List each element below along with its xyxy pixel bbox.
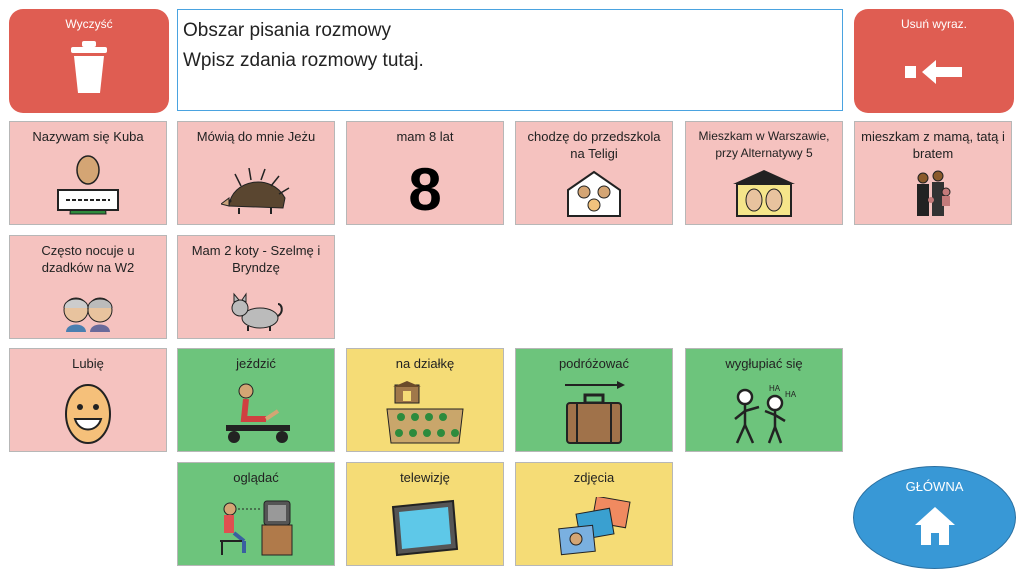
tile-label: podróżować: [558, 356, 630, 371]
suitcase-icon: [565, 381, 625, 444]
tile-photos[interactable]: zdjęcia: [515, 462, 673, 566]
laughing-people-icon: HA HA: [734, 384, 797, 444]
tile-label: Mieszkam w Warszawie, przy Alternatywy 5: [698, 129, 830, 160]
tile-kindergarten[interactable]: chodzę do przedszkola na Teligi: [515, 121, 673, 225]
tile-family[interactable]: mieszkam z mamą, tatą i bratem: [854, 121, 1012, 225]
tile-label: Mam 2 koty - Szelmę i Bryndzę: [191, 243, 321, 275]
tile-label: wygłupiać się: [725, 356, 803, 371]
allotment-garden-icon: [386, 381, 464, 444]
tile-label: Lubię: [72, 356, 104, 371]
tile-label: mieszkam z mamą, tatą i bratem: [861, 129, 1005, 161]
tile-label: telewizję: [400, 470, 450, 485]
grandparents-icon: [63, 297, 113, 332]
home-with-family-icon: [733, 170, 795, 217]
tile-cats[interactable]: Mam 2 koty - Szelmę i Bryndzę: [177, 235, 335, 339]
home-button[interactable]: GŁÓWNA: [853, 466, 1016, 569]
tile-ride[interactable]: jeździć: [177, 348, 335, 452]
house-icon: [914, 507, 955, 545]
tile-address[interactable]: Mieszkam w Warszawie, przy Alternatywy 5: [685, 121, 843, 225]
ha-text-1: HA: [769, 384, 781, 393]
tile-like[interactable]: Lubię: [9, 348, 167, 452]
clear-button[interactable]: Wyczyść: [9, 9, 169, 113]
smiling-face-icon: [65, 384, 111, 444]
tile-age[interactable]: mam 8 lat 8: [346, 121, 504, 225]
kindergarten-house-icon: [567, 170, 621, 217]
delete-word-button[interactable]: Usuń wyraz.: [854, 9, 1014, 113]
tile-allotment[interactable]: na działkę: [346, 348, 504, 452]
message-line-2: Wpisz zdania rozmowy tutaj.: [183, 50, 424, 71]
watching-tv-icon: [220, 500, 293, 556]
message-line-1: Obszar pisania rozmowy: [183, 20, 392, 41]
tile-label: zdjęcia: [573, 470, 615, 485]
cat-icon: [231, 292, 283, 331]
television-icon: [391, 499, 459, 557]
clear-button-label: Wyczyść: [65, 17, 113, 31]
home-label: GŁÓWNA: [905, 479, 964, 494]
delete-word-label: Usuń wyraz.: [900, 17, 968, 31]
tile-label: na działkę: [395, 356, 455, 371]
tile-travel[interactable]: podróżować: [515, 348, 673, 452]
tile-label: Nazywam się Kuba: [32, 129, 144, 144]
tile-grandparents[interactable]: Często nocuje u dzadków na W2: [9, 235, 167, 339]
riding-kart-icon: [226, 383, 290, 443]
tile-label: oglądać: [233, 470, 279, 485]
ha-text-2: HA: [785, 390, 797, 399]
tile-label: Często nocuje u dzadków na W2: [41, 243, 135, 275]
number-eight-symbol: 8: [408, 156, 442, 223]
tile-television[interactable]: telewizję: [346, 462, 504, 566]
tile-label: jeździć: [236, 356, 276, 371]
photos-icon: [558, 497, 631, 556]
family-icon: [917, 170, 951, 216]
hedgehog-icon: [221, 168, 290, 214]
tile-label: chodzę do przedszkola na Teligi: [527, 129, 661, 161]
tile-label: Mówią do mnie Jeżu: [196, 129, 316, 144]
tile-watch[interactable]: oglądać: [177, 462, 335, 566]
tile-fool-around[interactable]: wygłupiać się HA HA: [685, 348, 843, 452]
backspace-arrow-icon: [905, 60, 962, 84]
message-area[interactable]: Obszar pisania rozmowy Wpisz zdania rozm…: [177, 9, 843, 111]
tile-nickname[interactable]: Mówią do mnie Jeżu: [177, 121, 335, 225]
tile-name[interactable]: Nazywam się Kuba: [9, 121, 167, 225]
person-with-name-card-icon: [57, 155, 119, 215]
trash-icon: [71, 41, 107, 93]
tile-label: mam 8 lat: [396, 129, 454, 144]
